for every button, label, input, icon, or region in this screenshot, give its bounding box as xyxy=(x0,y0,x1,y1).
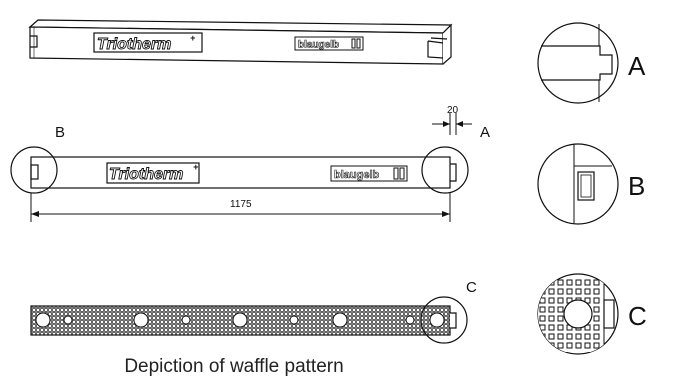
waffle-cell xyxy=(531,280,536,285)
detail-c-label: C xyxy=(628,301,647,331)
waffle-cell xyxy=(531,316,536,321)
detail-b-label: B xyxy=(628,171,645,201)
waffle-cell xyxy=(575,279,582,286)
detail-b xyxy=(537,143,619,225)
waffle-cell xyxy=(557,297,564,304)
waffle-cell xyxy=(593,315,600,322)
waffle-cell xyxy=(539,306,546,313)
waffle-cell xyxy=(593,297,600,304)
waffle-cell xyxy=(566,279,573,286)
waffle-cell xyxy=(575,333,582,340)
brand-logo-triotherm-side: Triotherm + xyxy=(106,162,200,184)
waffle-cell xyxy=(531,325,536,330)
waffle-cell xyxy=(593,342,600,349)
waffle-cell xyxy=(557,342,564,349)
detail-circle-b xyxy=(10,146,58,194)
waffle-cell xyxy=(548,288,555,295)
waffle-cell xyxy=(557,288,564,295)
detail-a xyxy=(537,22,619,104)
dimension-tongue xyxy=(432,113,472,135)
callout-a: A xyxy=(480,124,490,141)
waffle-cell xyxy=(531,334,536,339)
waffle-hole xyxy=(133,312,149,328)
waffle-cell xyxy=(593,324,600,331)
profile-waffle-view xyxy=(30,305,457,336)
brand-logo-blaugelb-side: blaugelb xyxy=(330,165,408,182)
waffle-hole xyxy=(289,315,299,325)
waffle-cell xyxy=(593,306,600,313)
detail-a-label: A xyxy=(628,51,646,81)
figure-caption: Depiction of waffle pattern xyxy=(124,356,344,377)
profile-perspective-view xyxy=(28,19,453,65)
waffle-cell xyxy=(548,324,555,331)
waffle-hole xyxy=(63,315,73,325)
waffle-hole xyxy=(35,312,51,328)
waffle-cell xyxy=(557,315,564,322)
waffle-cell xyxy=(531,307,536,312)
waffle-cell xyxy=(566,342,573,349)
waffle-cell xyxy=(539,315,546,322)
brand-text: Triotherm xyxy=(109,166,183,183)
waffle-cell xyxy=(566,333,573,340)
waffle-cell xyxy=(548,333,555,340)
waffle-hole xyxy=(332,312,348,328)
dimension-overall-value: 1175 xyxy=(230,199,252,210)
waffle-cell xyxy=(531,298,536,303)
waffle-hole xyxy=(429,312,445,328)
waffle-cell xyxy=(548,315,555,322)
waffle-cell xyxy=(593,288,600,295)
waffle-cell xyxy=(584,288,591,295)
waffle-cell xyxy=(548,297,555,304)
waffle-cell xyxy=(557,324,564,331)
waffle-cell xyxy=(584,279,591,286)
waffle-cell xyxy=(575,342,582,349)
callout-b: B xyxy=(55,124,65,141)
waffle-hole xyxy=(405,315,415,325)
brand-text: blaugelb xyxy=(334,169,380,181)
dimension-overall xyxy=(30,193,451,222)
waffle-cell xyxy=(548,306,555,313)
waffle-cell xyxy=(557,306,564,313)
waffle-cell xyxy=(531,289,536,294)
waffle-hole xyxy=(181,315,191,325)
waffle-cell xyxy=(593,279,600,286)
waffle-hole xyxy=(232,312,248,328)
brand-text: blaugelb xyxy=(298,40,339,51)
waffle-cell xyxy=(557,333,564,340)
waffle-cell xyxy=(557,279,564,286)
waffle-cell xyxy=(593,333,600,340)
detail-c xyxy=(531,273,619,355)
detail-circle-c xyxy=(420,296,468,344)
detail-circle-a xyxy=(421,146,469,194)
brand-logo-blaugelb-top: blaugelb xyxy=(294,36,364,51)
brand-text: Triotherm xyxy=(97,36,171,53)
waffle-cell xyxy=(575,288,582,295)
waffle-cell xyxy=(531,343,536,348)
waffle-cell xyxy=(539,342,546,349)
waffle-cell xyxy=(539,279,546,286)
brand-mark: + xyxy=(190,33,196,43)
waffle-cell xyxy=(566,288,573,295)
dimension-tongue-value: 20 xyxy=(447,105,459,116)
brand-logo-triotherm-top: Triotherm + xyxy=(93,32,203,53)
waffle-cell xyxy=(584,342,591,349)
callout-c: C xyxy=(466,279,477,296)
brand-mark: + xyxy=(193,162,199,172)
waffle-cell xyxy=(584,333,591,340)
